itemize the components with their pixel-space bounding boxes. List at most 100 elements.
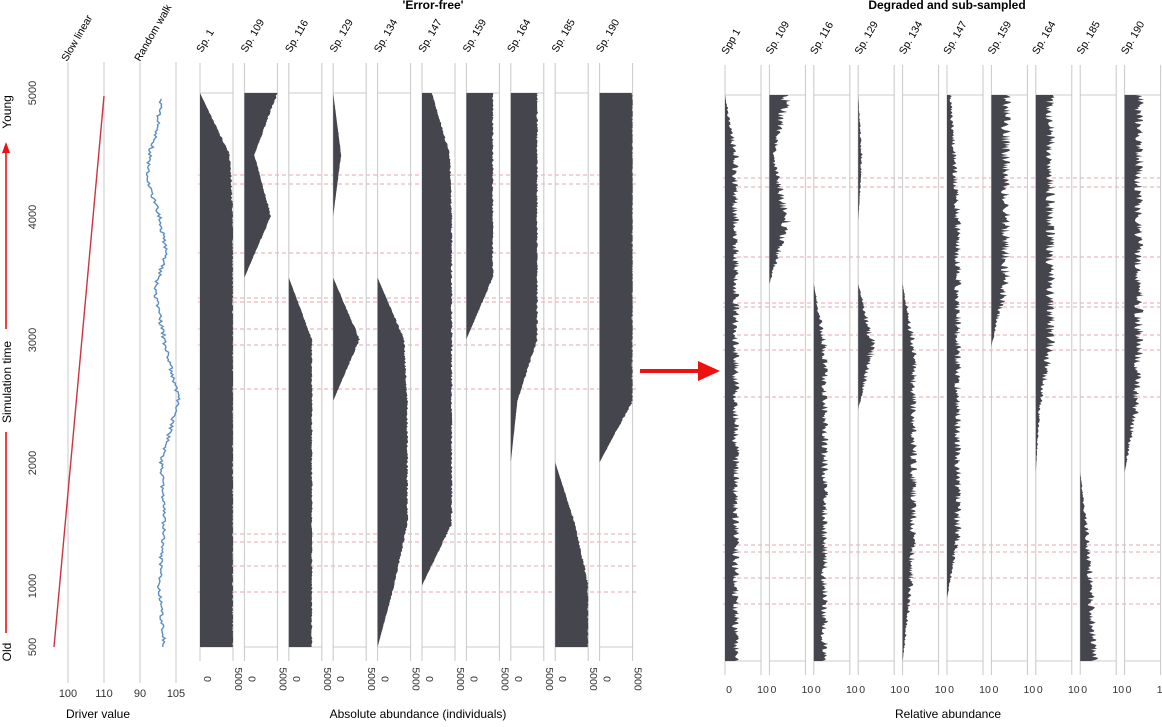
species-tick-min: 0 [290, 676, 302, 682]
species-tick-max: 10 [1024, 684, 1036, 696]
species-tick-max: 10 [1112, 684, 1124, 696]
time-label-mid: Simulation time [0, 341, 14, 423]
species-tick-min: 0 [859, 684, 865, 696]
transform-arrow [640, 361, 720, 381]
time-tick-3000: 3000 [27, 328, 39, 352]
species-area [991, 95, 1011, 661]
time-tick-2000: 2000 [27, 451, 39, 475]
species-label: Sp. 1 [194, 27, 217, 54]
species-tick-max: 5000 [498, 667, 510, 691]
species-tick-min: 0 [992, 684, 998, 696]
species-area [244, 93, 278, 647]
species-tick-max: 10 [979, 684, 991, 696]
species-area [858, 95, 876, 661]
species-tick-min: 0 [948, 684, 954, 696]
species-tick-min: 0 [379, 676, 391, 682]
right-panel-title: Degraded and sub-sampled [868, 0, 1025, 12]
time-tick-500: 500 [27, 638, 39, 656]
species-area [466, 93, 494, 647]
species-area [725, 95, 740, 661]
species-label: Sp. 109 [764, 19, 793, 56]
species-area [1035, 95, 1056, 661]
species-tick-min: 0 [334, 676, 346, 682]
time-label-young: Young [0, 95, 14, 129]
time-arrow-head [2, 142, 10, 153]
species-tick-max: 5000 [232, 667, 244, 691]
species-label: Sp. 134 [372, 17, 401, 54]
species-tick-min: 0 [1126, 684, 1132, 696]
left-panel-title: 'Error-free' [402, 0, 463, 12]
species-tick-min: 0 [467, 676, 479, 682]
species-tick-min: 0 [601, 676, 613, 682]
species-label: Spp 1 [719, 27, 743, 57]
species-tick-max: 10 [757, 684, 769, 696]
species-tick-min: 0 [512, 676, 524, 682]
species-label: Sp. 164 [505, 17, 534, 54]
species-tick-max: 5000 [454, 667, 466, 691]
species-tick-max: 5000 [365, 667, 377, 691]
species-tick-max: 5000 [543, 667, 555, 691]
time-axis: 500 1000 2000 3000 4000 5000 Old Simulat… [0, 81, 39, 662]
species-area [200, 93, 233, 647]
species-label: Sp. 190 [594, 17, 623, 54]
right-xlabel: Relative abundance [895, 707, 1001, 721]
species-area [947, 95, 962, 661]
species-label: Sp. 116 [808, 20, 836, 57]
driver-random-walk-line [145, 98, 181, 648]
species-label: Sp. 134 [897, 19, 926, 56]
species-tick-max: 10 [1068, 684, 1080, 696]
species-area [288, 93, 313, 647]
time-tick-4000: 4000 [27, 205, 39, 229]
species-label: Sp. 129 [852, 19, 881, 56]
species-tick-max: 10 [846, 684, 858, 696]
species-area [1124, 95, 1144, 661]
species-tick-min: 0 [423, 676, 435, 682]
species-label: Sp. 185 [1074, 19, 1103, 56]
species-area [422, 93, 453, 647]
species-tick-min: 0 [1081, 684, 1087, 696]
species-label: Sp. 164 [1030, 19, 1059, 56]
species-tick-max: 10 [1157, 684, 1162, 696]
species-tick-min: 0 [556, 676, 568, 682]
left-xlabel: Absolute abundance (individuals) [330, 707, 507, 721]
species-tick-min: 0 [815, 684, 821, 696]
time-label-old: Old [0, 643, 14, 662]
species-area [555, 93, 589, 647]
driver-slow-linear-line [53, 95, 105, 648]
species-label: Sp. 159 [986, 19, 1015, 56]
species-label: Sp. 147 [941, 19, 970, 56]
species-label: Sp. 147 [416, 17, 445, 54]
species-area [510, 93, 538, 647]
species-area [1080, 95, 1098, 661]
species-tick-max: 10 [890, 684, 902, 696]
species-label: Sp. 159 [461, 17, 490, 54]
driver-name-random-walk: Random walk [132, 2, 175, 64]
species-label: Sp. 109 [239, 17, 268, 54]
driver-columns: Slow linear Random walk 100 110 90 105 D… [53, 2, 185, 721]
transform-arrow-head [698, 361, 720, 381]
species-area [902, 95, 918, 661]
driver-xlabel: Driver value [66, 707, 130, 721]
species-label: Sp. 185 [549, 17, 578, 54]
species-area [769, 95, 792, 661]
species-area [333, 93, 360, 647]
species-area [813, 95, 829, 661]
species-area [599, 93, 633, 647]
species-area [377, 93, 409, 647]
species-tick-max: 10 [935, 684, 947, 696]
driver-name-slow-linear: Slow linear [59, 13, 95, 64]
species-tick-min: 0 [770, 684, 776, 696]
driver-tick-100: 100 [59, 688, 77, 700]
species-tick-max: 10 [802, 684, 814, 696]
species-tick-min: 0 [1037, 684, 1043, 696]
species-tick-min: 0 [245, 676, 257, 682]
driver-tick-110: 110 [95, 688, 113, 700]
species-tick-max: 5000 [321, 667, 333, 691]
species-label: Sp. 116 [283, 18, 311, 55]
species-tick-min: 0 [726, 684, 732, 696]
species-tick-max: 5000 [410, 667, 422, 691]
driver-tick-90: 90 [134, 688, 146, 700]
species-tick-max: 5000 [276, 667, 288, 691]
